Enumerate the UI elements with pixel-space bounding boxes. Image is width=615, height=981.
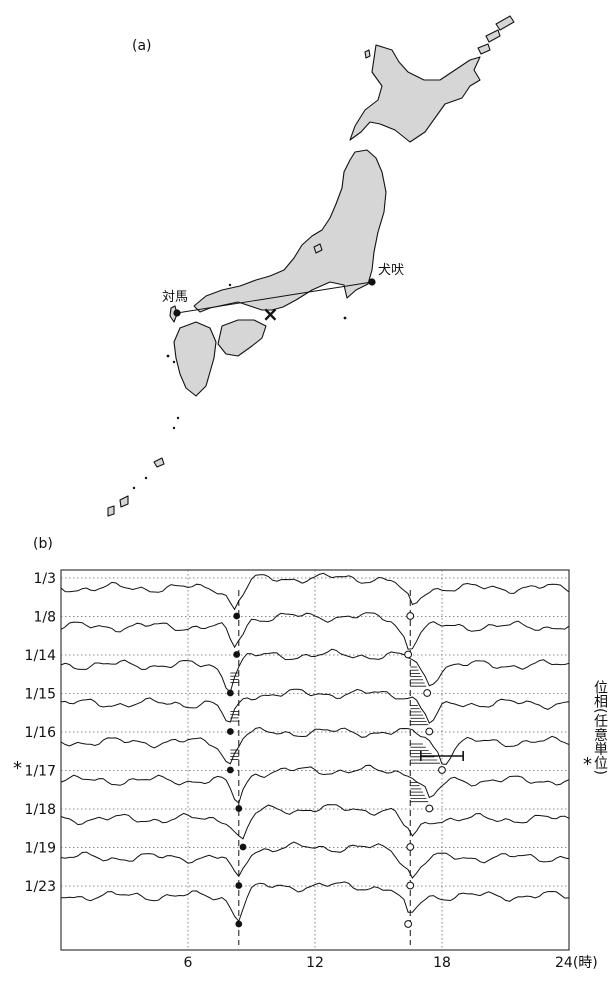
sunrise-marker [233,612,241,620]
shikoku [217,319,267,357]
tsushima-marker [173,309,181,317]
rishiri-island [364,49,371,59]
date-label: 1/17 [25,764,56,780]
sunrise-marker [233,651,241,658]
sunrise-marker [226,689,234,697]
kyushu [173,321,217,397]
panel-a-label: (a) [132,38,152,54]
station-connector-line [176,281,373,314]
sunrise-marker [226,766,234,774]
date-label: 1/16 [25,725,57,741]
sunrise-marker [235,920,243,928]
japan-map [107,15,515,517]
hokkaido [349,44,481,143]
sunset-marker [425,727,434,736]
sunset-marker [406,612,415,620]
panel-a: (a) [107,15,515,517]
island-dot [176,416,180,420]
trace-line [60,764,570,804]
nansei-island-2 [119,495,129,508]
island-dot [228,283,232,287]
x-tick-label-group: 6 12 18 24(時) [184,955,598,971]
y-axis-label: 位相(任意単位) [592,680,608,775]
station-label-tsushima: 対馬 [162,290,188,305]
kuril-island-1 [485,29,501,43]
trace-line [60,726,570,765]
kuril-island-2 [495,15,515,31]
sunset-marker [404,920,413,928]
sunset-marker [438,766,446,774]
nansei-island-1 [153,457,165,468]
date-label-group: 1/3 1/8 1/14 1/15 1/16 1/17 1/18 1/19 1/23 [25,571,57,895]
sunset-marker [406,843,415,851]
small-islands [132,283,347,490]
nansei-island-3 [107,505,115,517]
sunrise-marker [226,728,234,735]
trace-line [60,841,570,879]
sunset-marker [404,650,413,659]
panel-b-label: (b) [33,536,53,552]
sunrise-marker [235,805,243,812]
island-dot [144,476,148,480]
trace-line [60,572,570,611]
star-left: * [13,758,22,779]
x-tick-label: 12 [306,955,324,971]
island-dot [172,426,176,430]
island-dot [343,316,347,320]
trace-line [60,688,570,724]
date-label: 1/23 [25,879,56,895]
kuril-island-3 [477,43,491,55]
panel-b: (b) 1/3 1/8 1/14 1/15 1/16 1/17 1/18 1/19 1/23 6… [13,536,608,971]
station-label-inubo: 犬吠 [378,263,404,278]
event-marker-group [226,612,464,928]
sunrise-marker [235,882,243,889]
inubo-marker [368,278,376,286]
sunset-marker [425,804,434,813]
trace-line [60,612,570,650]
island-dot [166,354,170,358]
date-label: 1/18 [25,802,56,818]
sunset-marker [406,881,415,890]
trace-group [60,572,570,923]
trace-line [60,804,570,840]
sunset-marker [423,689,432,697]
sunrise-marker [239,843,247,851]
x-tick-label: 18 [433,955,451,971]
date-label: 1/3 [33,571,56,587]
x-tick-label: 6 [184,955,193,971]
star-right: * [583,754,592,775]
trace-line [60,648,570,694]
date-label: 1/15 [25,687,56,703]
sado-island [313,243,323,254]
cross-marker: × [262,302,279,326]
date-label: 1/19 [25,841,56,857]
island-dot [172,360,176,364]
date-label: 1/14 [25,648,57,664]
date-label: 1/8 [33,610,56,626]
island-dot [132,486,136,490]
honshu [193,149,387,313]
x-tick-label: 24(時) [555,955,598,971]
trace-line [60,881,570,923]
